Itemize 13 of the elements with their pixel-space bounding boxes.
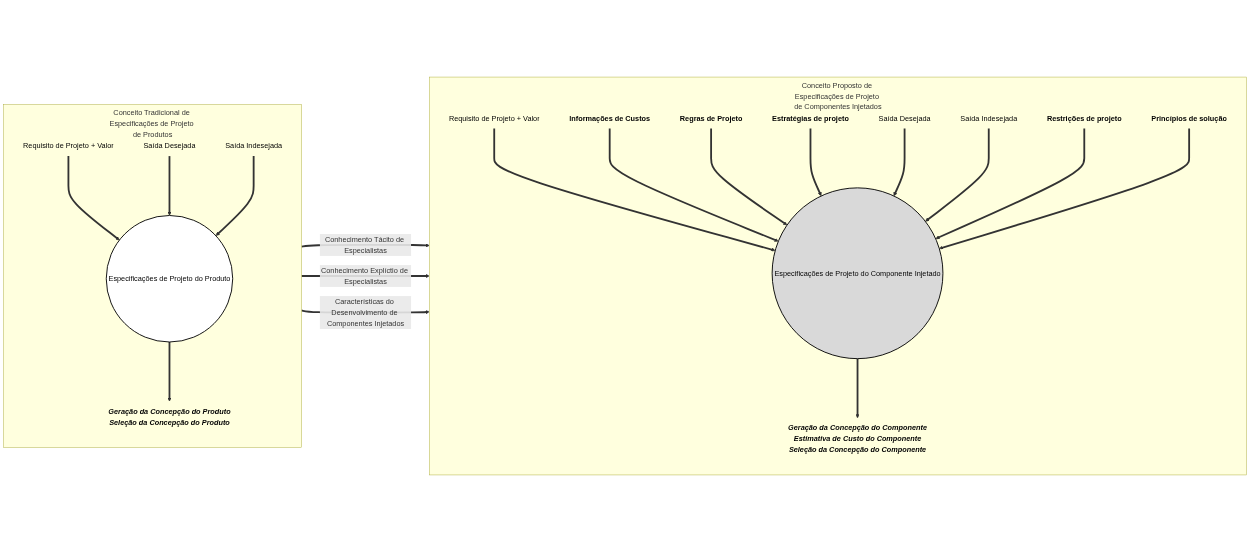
arrow [493, 127, 776, 252]
arrow [710, 127, 788, 226]
arrow [939, 127, 1191, 250]
arrow [608, 127, 779, 242]
arrow [925, 127, 990, 222]
arrow [167, 341, 172, 402]
arrow [855, 357, 860, 419]
arrow [167, 155, 172, 216]
arrow [935, 127, 1086, 240]
arrow [67, 155, 120, 241]
arrow [893, 127, 906, 197]
arrow [215, 155, 255, 236]
arrow [809, 127, 822, 197]
